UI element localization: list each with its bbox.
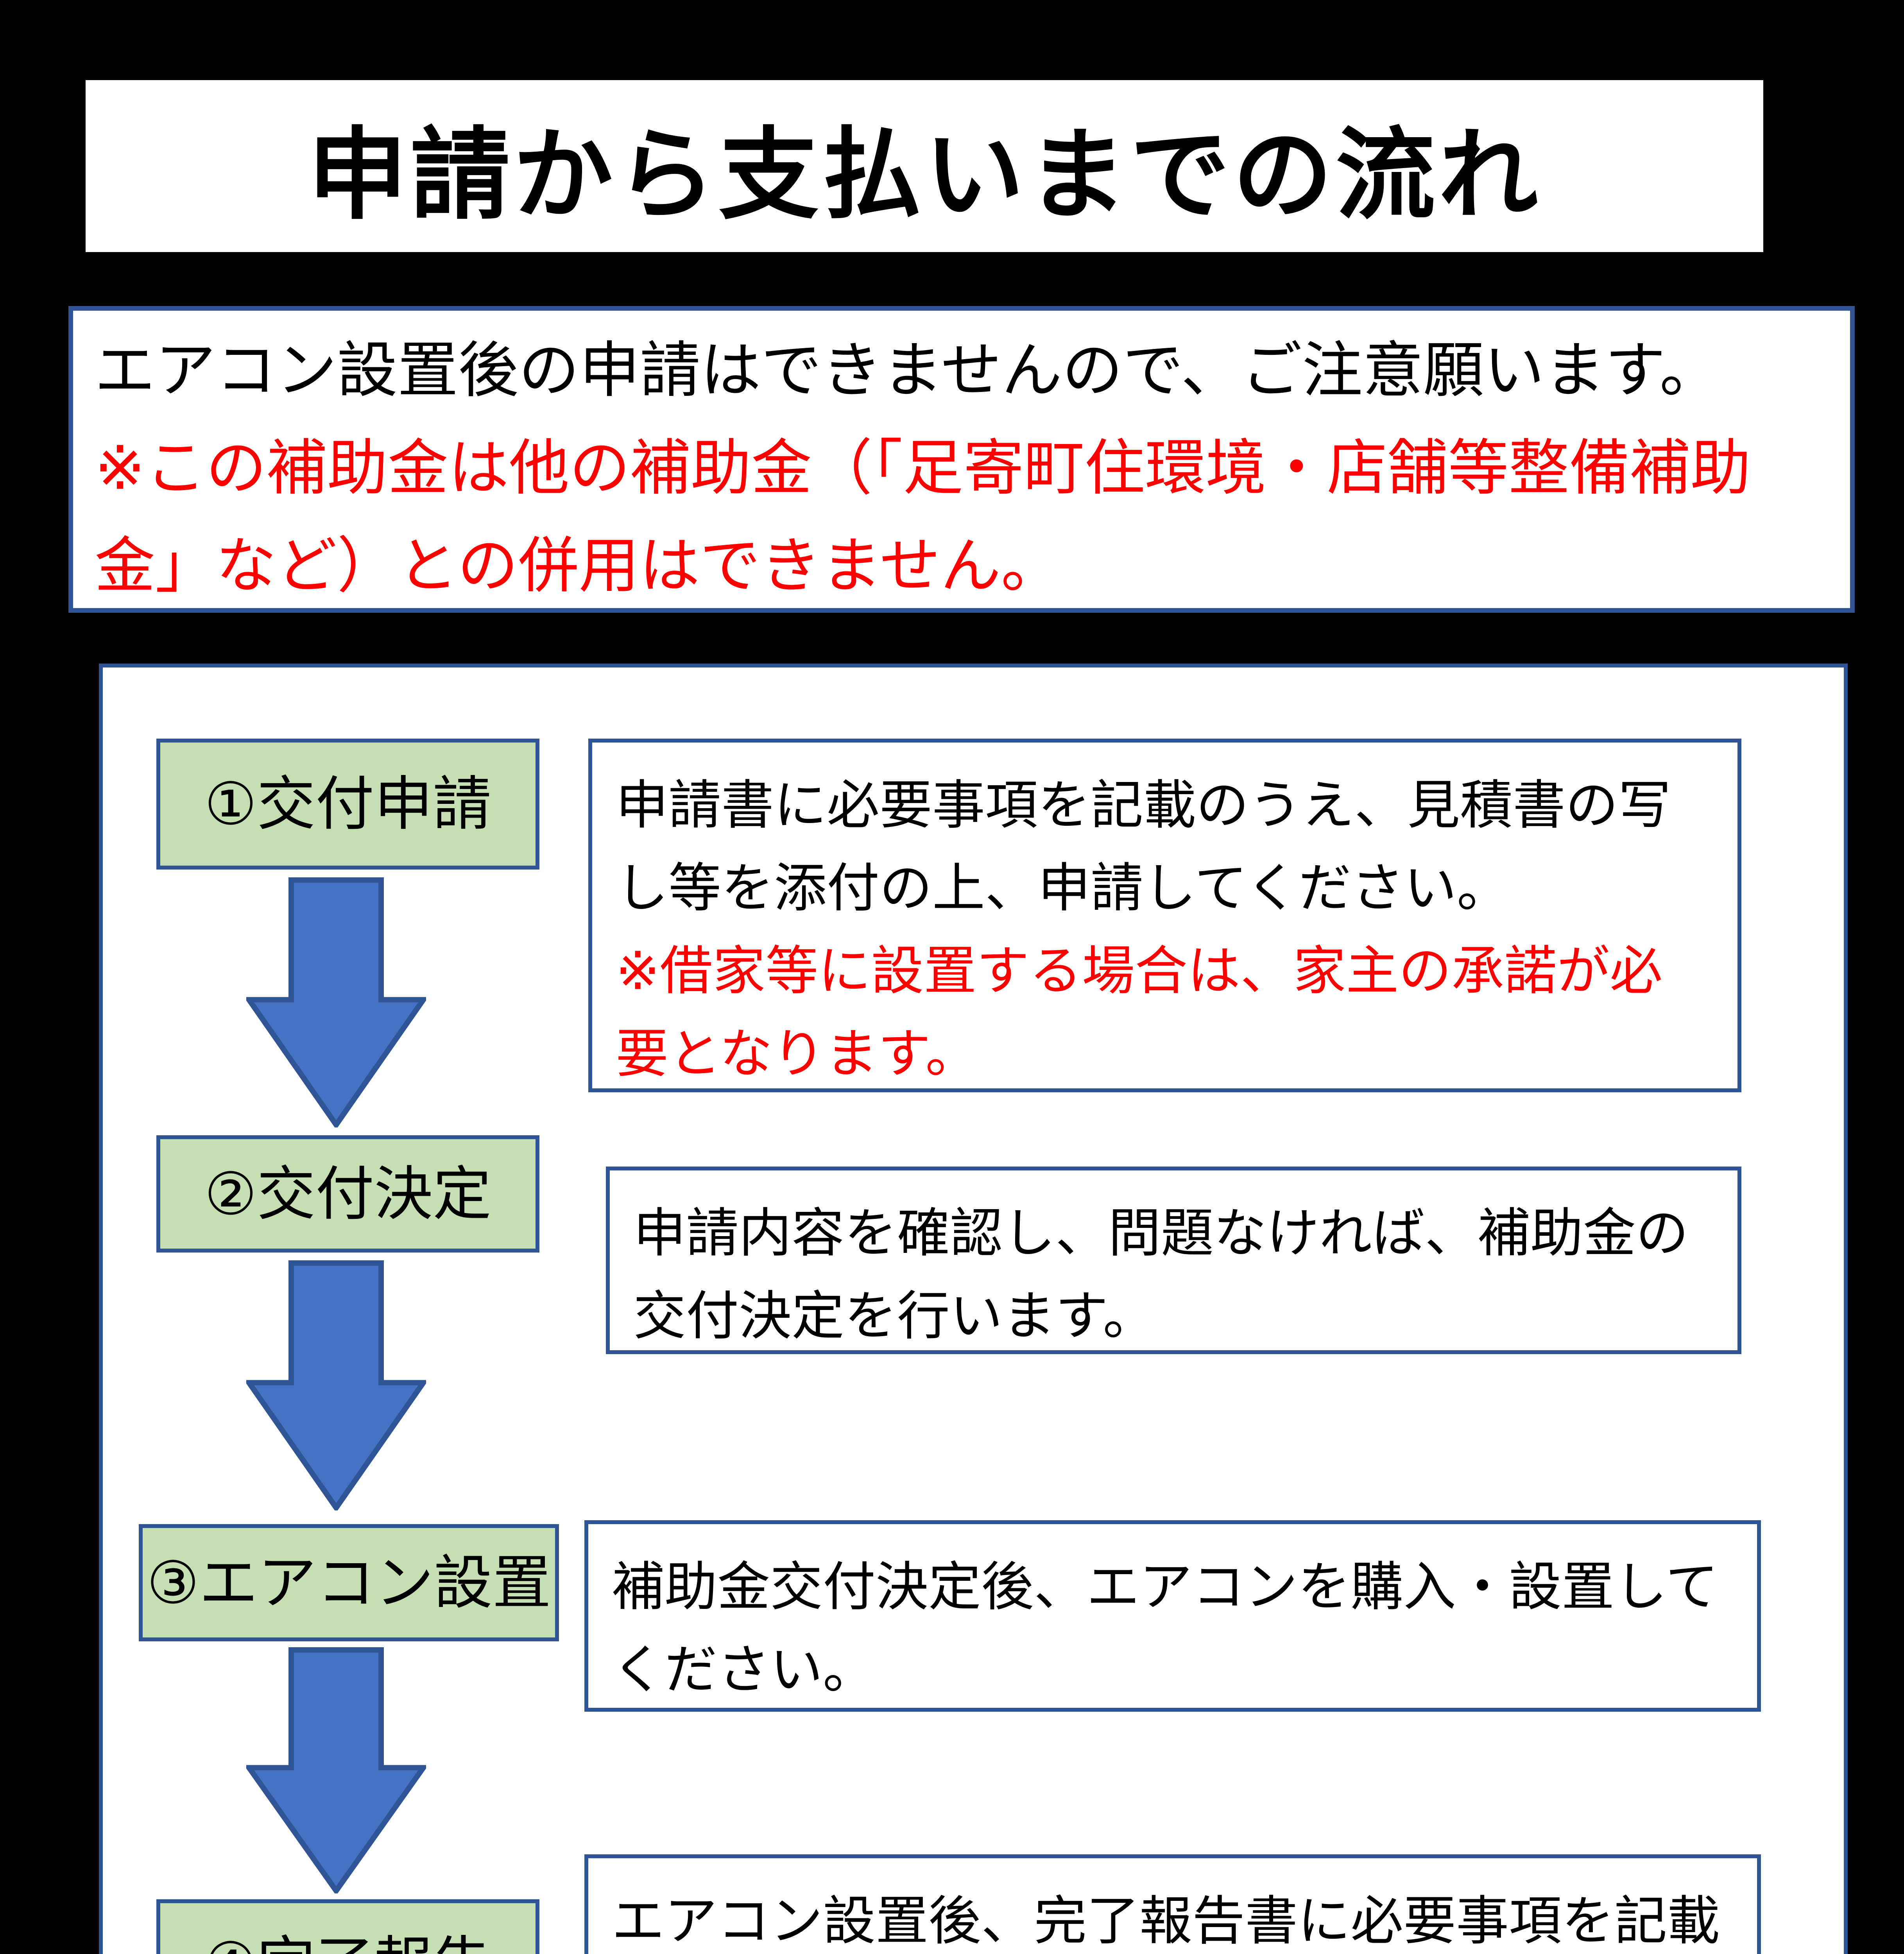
down-arrow-icon: [246, 1260, 426, 1510]
step-desc-3: 補助金交付決定後、エアコンを購入・設置して ください。: [584, 1520, 1761, 1712]
step-box-1-application: ①交付申請: [156, 739, 539, 870]
step-desc-note-red: ※借家等に設置する場合は、家主の承諾が必 要となります。: [616, 941, 1663, 1083]
step-label: ①交付申請: [204, 771, 492, 837]
step-label: ②交付決定: [204, 1161, 492, 1227]
step-box-3-install: ③エアコン設置: [139, 1524, 559, 1641]
step-desc-text: 補助金交付決定後、エアコンを購入・設置して ください。: [612, 1557, 1718, 1699]
step-desc-text: 申請内容を確認し、問題なければ、補助金の 交付決定を行います。: [633, 1204, 1689, 1346]
step-desc-4: エアコン設置後、完了報告書に必要事項を記載 のうえ、領収書等の写しと設置前後の写…: [584, 1854, 1761, 1954]
step-label: ③エアコン設置: [147, 1550, 551, 1616]
notice-lines-red: ※この補助金は他の補助金（「足寄町住環境・店舗等整備補助 金」など）との併用はで…: [95, 434, 1751, 599]
step-desc-2: 申請内容を確認し、問題なければ、補助金の 交付決定を行います。: [606, 1167, 1741, 1354]
step-desc-text: 申請書に必要事項を記載のうえ、見積書の写 し等を添付の上、申請してください。: [616, 776, 1671, 918]
down-arrow-icon: [246, 1260, 426, 1510]
down-arrow-icon: [246, 877, 426, 1127]
step-label: ④完了報告: [204, 1926, 491, 1954]
notice-box: エアコン設置後の申請はできませんので、ご注意願います。 ※この補助金は他の補助金…: [68, 306, 1855, 613]
page-title-text: 申請から支払いまでの流れ: [307, 119, 1541, 231]
step-desc-text: エアコン設置後、完了報告書に必要事項を記載 のうえ、領収書等の写しと設置前後の写…: [612, 1891, 1720, 1950]
step-box-2-decision: ②交付決定: [156, 1135, 539, 1253]
down-arrow-icon: [246, 877, 426, 1127]
down-arrow-icon: [246, 1647, 426, 1893]
step-box-4-report: ④完了報告: [156, 1899, 539, 1954]
down-arrow-icon: [246, 1647, 426, 1893]
step-desc-1: 申請書に必要事項を記載のうえ、見積書の写 し等を添付の上、申請してください。 ※…: [588, 739, 1741, 1092]
page-title: 申請から支払いまでの流れ: [86, 80, 1763, 252]
notice-line-black: エアコン設置後の申請はできませんので、ご注意願います。: [95, 336, 1720, 404]
